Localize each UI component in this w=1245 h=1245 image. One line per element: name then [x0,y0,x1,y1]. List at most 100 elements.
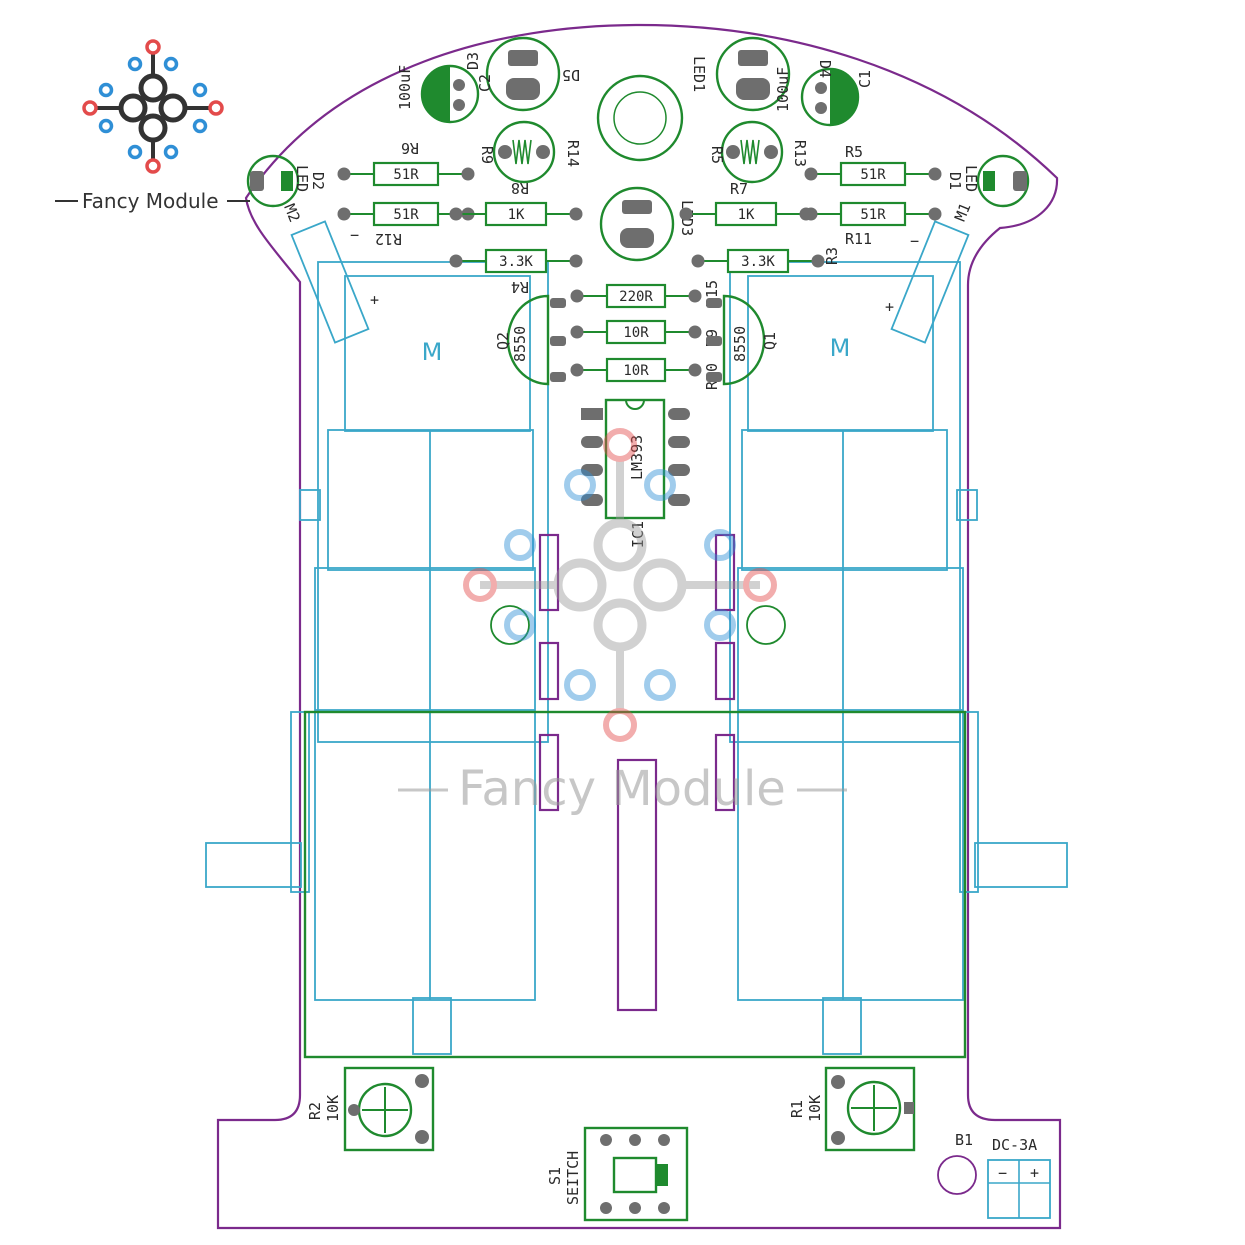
mount-hole-left [490,605,530,645]
mount-hole-right [746,605,786,645]
brand-logo-text: Fancy Module [82,189,219,213]
resistor-value: 51R [393,207,419,223]
battery-ref: B1 [955,1131,973,1149]
resistor-value: 51R [393,167,419,183]
motor-right-gearbox [729,261,1068,1055]
watermark-logo [463,428,777,742]
led-d2-name: LED [293,165,311,192]
potentiometer-r2-ref: R2 [306,1102,324,1120]
transistor-q1 [706,294,766,386]
resistor-value: 10R [623,363,649,379]
battery-minus: − [998,1164,1007,1182]
led-d5-ref: D5 [562,66,580,84]
resistor-value: 51R [860,207,886,223]
led-led3 [599,186,675,262]
motor-m1-connector [890,220,970,344]
led-d1-ref: D1 [946,172,964,190]
resistor-r7: 1K R7 [679,180,813,227]
photoresistor-r5-ref: R5 [708,146,726,164]
mount-hole-top [596,74,684,162]
potentiometer-r1-value: 10K [806,1095,824,1122]
resistor-value: 51R [860,167,886,183]
capacitor-d3-ref: D3 [464,52,482,70]
potentiometer-r1 [824,1066,916,1152]
resistor-value: 3.3K [499,254,533,270]
motor-m2-connector [290,220,370,344]
resistor-r4: 3.3K R4 [449,248,583,296]
battery-holder [303,710,967,1059]
switch-s1 [583,1126,689,1222]
resistor-value: 10R [623,325,649,341]
resistor-ref: R5 [845,143,863,161]
capacitor-c2-ref: C2 [476,74,494,92]
led-d5 [485,36,561,112]
photoresistor-r14-ref: R14 [564,140,582,167]
motor-left-label: M [422,338,443,366]
resistor-ref: R7 [730,180,748,198]
resistor-r3: 3.3K R3 [691,247,841,274]
capacitor-c1 [800,67,860,127]
capacitor-c1-value: 100uF [774,67,792,112]
transistor-q1-part: 8550 [731,326,749,362]
led-d2 [246,154,300,208]
resistor-ref: R4 [511,278,529,296]
photoresistor-r14 [492,120,556,184]
battery-connector [987,1159,1051,1219]
motor-m1-minus: − [910,232,919,250]
resistor-r9: 10RR9 [570,319,721,347]
transistor-q1-ref: Q1 [761,332,779,350]
photoresistor-r13-ref: R13 [791,140,809,167]
battery-plus: + [1030,1164,1039,1182]
led-top-ref: LED1 [690,56,708,92]
resistor-r10: 10RR10 [570,357,721,390]
capacitor-c2-value: 100uF [396,65,414,110]
ic-part-label: LM393 [628,435,646,480]
resistor-value: 3.3K [741,254,775,270]
led-d1-name: LED [962,165,980,192]
motor-m2-minus: − [350,226,359,244]
switch-ref: S1 [546,1167,564,1185]
motor-m1-plus: + [885,298,894,316]
switch-name: SEITCH [564,1151,582,1205]
resistor-ref: R3 [823,247,841,265]
resistor-value: 220R [619,289,653,305]
transistor-q2 [506,294,566,386]
capacitor-c2 [420,64,480,124]
battery-name: DC-3A [992,1136,1037,1154]
motor-m2-plus: + [370,291,379,309]
resistor-ref: R11 [845,230,872,248]
photoresistor-r13 [720,120,784,184]
capacitor-d4-ref: D4 [816,60,834,78]
resistor-group: 51RR651RR121KR83.3KR451RR551RR111KR73.3K… [337,139,942,390]
photoresistor-r9-ref: R9 [478,146,496,164]
capacitor-c1-ref: C1 [856,70,874,88]
ic-ref-label: IC1 [629,521,647,548]
potentiometer-r2-value: 10K [324,1095,342,1122]
transistor-q2-part: 8550 [511,326,529,362]
potentiometer-r2 [343,1066,435,1152]
brand-logo-icon [82,39,224,174]
led-d1 [976,154,1030,208]
led-led1 [715,36,791,112]
mount-hole-top-inner [613,91,667,145]
transistor-q2-ref: Q2 [494,332,512,350]
board-outline [216,23,1062,1230]
mount-hole-bottom-right [937,1155,977,1195]
watermark-text: Fancy Module [458,761,786,817]
resistor-ref: R12 [375,230,402,248]
resistor-value: 1K [508,207,525,223]
potentiometer-r1-ref: R1 [788,1100,806,1118]
ic-lm393 [581,398,690,520]
resistor-value: 1K [738,207,755,223]
resistor-ref: R8 [511,179,529,197]
center-slots [538,533,736,1012]
resistor-r8: 1K R8 [449,179,583,227]
motor-right-label: M [830,334,851,362]
led-d2-ref: D2 [309,172,327,190]
motor-m1-label: M1 [951,200,974,223]
